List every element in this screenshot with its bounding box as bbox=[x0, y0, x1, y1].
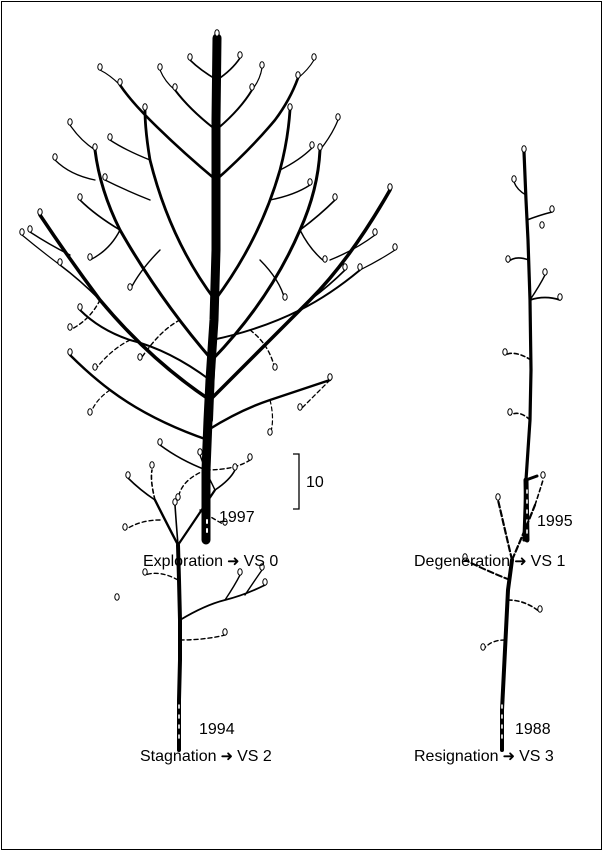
scale-bar-label: 10 bbox=[306, 474, 324, 492]
arrow-right-icon: ➜ bbox=[503, 748, 516, 766]
vs-class: VS 2 bbox=[237, 748, 272, 766]
tree-1988 bbox=[465, 480, 543, 750]
arrow-right-icon: ➜ bbox=[221, 748, 234, 766]
stage-name: Resignation bbox=[414, 748, 499, 766]
stage-name: Stagnation bbox=[140, 748, 217, 766]
arrow-right-icon: ➜ bbox=[227, 553, 240, 571]
vs-class: VS 3 bbox=[519, 748, 554, 766]
caption-degeneration: Degeneration ➜ VS 1 bbox=[414, 553, 565, 571]
arrow-right-icon: ➜ bbox=[514, 553, 527, 571]
tree-1994 bbox=[125, 455, 265, 750]
year-label-1995: 1995 bbox=[537, 513, 573, 531]
year-label-1994: 1994 bbox=[199, 721, 235, 739]
vs-class: VS 0 bbox=[244, 553, 279, 571]
scale-bar bbox=[293, 454, 299, 509]
stage-name: Degeneration bbox=[414, 553, 510, 571]
stage-name: Exploration bbox=[143, 553, 223, 571]
caption-exploration: Exploration ➜ VS 0 bbox=[143, 553, 278, 571]
year-label-1997: 1997 bbox=[219, 509, 255, 527]
caption-resignation: Resignation ➜ VS 3 bbox=[414, 748, 554, 766]
year-label-1988: 1988 bbox=[515, 721, 551, 739]
tree-1994-buds bbox=[115, 449, 267, 635]
caption-stagnation: Stagnation ➜ VS 2 bbox=[140, 748, 272, 766]
tree-1997 bbox=[22, 38, 395, 540]
vs-class: VS 1 bbox=[531, 553, 566, 571]
